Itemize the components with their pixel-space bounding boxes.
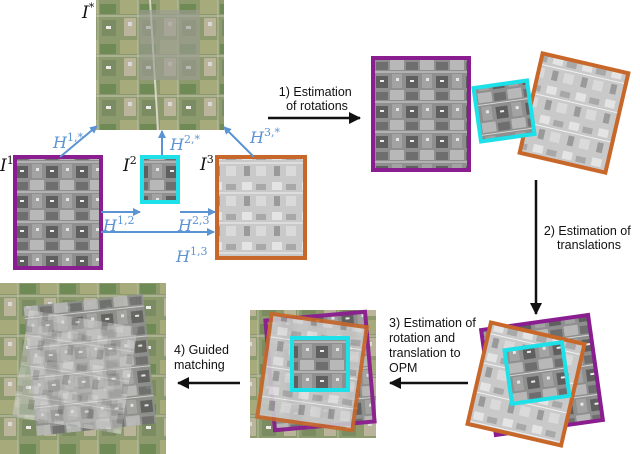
label-i2: I2 xyxy=(122,154,137,176)
label-h2-star: H2,* xyxy=(169,133,200,154)
arrow-h3-star xyxy=(223,126,255,158)
reference-image-town xyxy=(140,10,200,80)
step3-text: 3) Estimation of rotation and translatio… xyxy=(389,316,479,375)
rotated-images-group xyxy=(371,51,631,175)
arrow-h1-star xyxy=(59,125,98,158)
step2-text: 2) Estimation of translations xyxy=(544,224,634,252)
label-h12: H1,2 xyxy=(102,214,134,235)
label-i-star: I* xyxy=(81,1,95,23)
label-h1-star: H1,* xyxy=(52,131,83,152)
guided-matching-result xyxy=(0,283,166,454)
image-2 xyxy=(140,155,180,204)
image-3 xyxy=(215,155,307,260)
label-i1: I1 xyxy=(0,154,14,176)
label-h13: H1,3 xyxy=(175,245,207,266)
translated-image-2 xyxy=(502,339,572,407)
opm-composite xyxy=(250,309,377,438)
label-i3: I3 xyxy=(199,153,214,175)
rotated-image-3 xyxy=(517,51,631,175)
image-1 xyxy=(13,155,103,270)
rotated-image-1 xyxy=(371,56,471,172)
step4-text: 4) Guided matching xyxy=(174,343,232,372)
opm-image-2 xyxy=(290,336,350,392)
rotated-image-2 xyxy=(471,78,537,144)
step1-text: 1) Estimation of rotations xyxy=(279,85,355,113)
translated-composite xyxy=(465,312,606,448)
result-overlay-light xyxy=(12,310,138,434)
label-h23: H2,3 xyxy=(177,214,209,235)
label-h3-star: H3,* xyxy=(249,126,280,147)
